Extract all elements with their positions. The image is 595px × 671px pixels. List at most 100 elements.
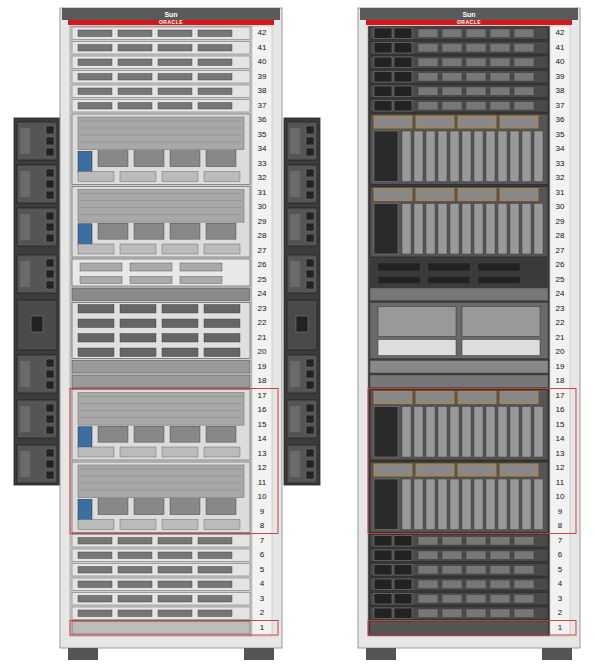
drive-cage (204, 172, 240, 182)
drive-bay (120, 319, 156, 328)
rack-unit-number: 41 (555, 44, 566, 52)
pdu-outlet (306, 381, 314, 389)
pdu-outlet (46, 223, 54, 231)
rack-unit-number: 19 (555, 363, 566, 371)
rack-unit-number: 2 (557, 609, 563, 617)
expansion-card (426, 479, 435, 530)
pdu-outlet (306, 449, 314, 457)
drive-bay (78, 552, 112, 559)
rack-unit-number: 21 (555, 334, 566, 342)
drive-bay (78, 348, 114, 357)
rack-unit-number: 4 (259, 580, 265, 588)
rack-unit-number: 24 (555, 290, 566, 298)
pdu-outlet (306, 137, 314, 145)
switch-port-block (180, 263, 222, 271)
power-supply (374, 594, 392, 605)
expansion-card (522, 479, 531, 530)
pdu-module (17, 165, 57, 203)
power-supply (374, 86, 392, 97)
pdu-label-plate (290, 214, 300, 240)
rack-unit-number: 26 (257, 261, 268, 269)
pdu-outlet (306, 180, 314, 188)
drive-bay (78, 319, 114, 328)
pcie-slot (466, 29, 486, 38)
rack-unit-number: 28 (555, 232, 566, 240)
pdu-outlet (46, 471, 54, 479)
server-front (72, 71, 250, 84)
pdu-outlet (306, 281, 314, 289)
grille-line (80, 476, 242, 477)
pcie-slot (490, 87, 510, 96)
switch-port-block (378, 277, 420, 284)
pdu-outlet (46, 212, 54, 220)
expansion-card (438, 479, 447, 530)
rack-unit-number: 23 (257, 305, 268, 313)
drive-bay (120, 348, 156, 357)
expansion-card (402, 131, 411, 182)
pdu-outlet (306, 426, 314, 434)
drive-bay (158, 567, 192, 574)
pcie-slot (490, 595, 510, 604)
pcie-slot (466, 595, 486, 604)
fan-module (500, 464, 538, 476)
highlight-outline (70, 389, 278, 534)
filler-panel (370, 622, 548, 635)
pdu-outlet (46, 191, 54, 199)
switch-port-block (80, 263, 122, 271)
expansion-card (438, 204, 447, 255)
pcie-slot (514, 609, 534, 618)
drive-bay (158, 552, 192, 559)
expansion-card (438, 131, 447, 182)
server-front (72, 593, 250, 606)
pcie-slot (418, 29, 438, 38)
io-panel (374, 131, 398, 182)
server-rear (370, 85, 548, 98)
power-supply (394, 86, 412, 97)
rack-unit-number: 17 (555, 392, 566, 400)
rack-unit-number: 25 (555, 276, 566, 284)
rack-unit-number: 12 (257, 464, 268, 472)
rack-unit-number: 41 (257, 44, 268, 52)
switch-port-block (428, 263, 470, 271)
grille-line (80, 207, 242, 208)
rack-unit-number: 22 (555, 319, 566, 327)
storage-array (370, 303, 548, 359)
pcie-slot (490, 537, 510, 546)
pdu-module (287, 400, 317, 438)
pdu-module (17, 445, 57, 483)
power-supply (394, 550, 412, 561)
drive-bay (170, 499, 200, 515)
expansion-card (414, 407, 423, 458)
expansion-card (402, 204, 411, 255)
server-rear (370, 100, 548, 113)
pdu-outlet (46, 449, 54, 457)
pdu-outlet (46, 126, 54, 134)
drive-bay (198, 610, 232, 617)
filler-panel (72, 375, 250, 388)
pcie-slot (442, 566, 462, 575)
drive-bay (118, 59, 152, 66)
expansion-card (522, 407, 531, 458)
server-rear (370, 549, 548, 562)
rack-unit-number: 37 (555, 102, 566, 110)
expansion-card (498, 131, 507, 182)
pdu-outlet (46, 381, 54, 389)
pcie-slot (490, 102, 510, 111)
drive-bay (162, 348, 198, 357)
pcie-slot (418, 73, 438, 82)
rack-rail (252, 26, 272, 636)
rack-unit-number: 40 (257, 58, 268, 66)
rack-unit-number: 29 (257, 218, 268, 226)
rack-rail (550, 26, 570, 636)
drive-bay (134, 499, 164, 515)
pcie-slot (442, 73, 462, 82)
expansion-card (414, 479, 423, 530)
rack-unit-number: 33 (555, 160, 566, 168)
drive-cage (204, 447, 240, 457)
rack-unit-number: 8 (259, 522, 265, 530)
drive-bay (134, 426, 164, 442)
rack-unit-number: 36 (257, 116, 268, 124)
pdu-module (17, 122, 57, 160)
expansion-card (462, 131, 471, 182)
pcie-slot (514, 87, 534, 96)
